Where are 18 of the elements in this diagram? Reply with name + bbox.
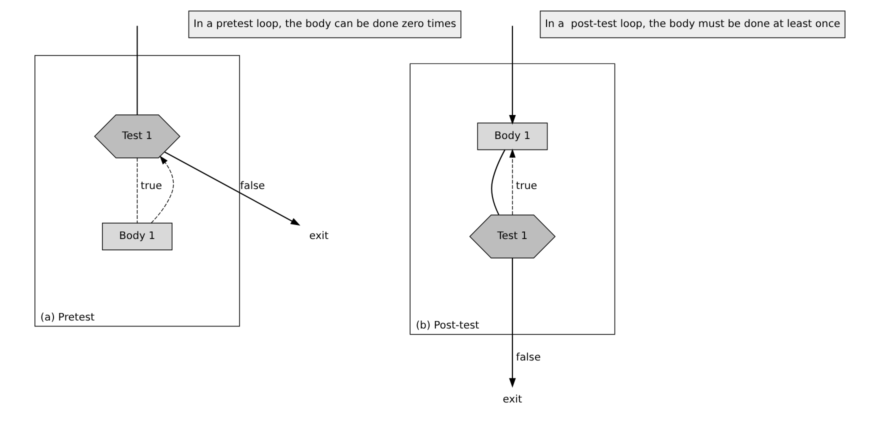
node-box: In a pretest loop, the body can be done zero times (188, 10, 462, 38)
connector (491, 150, 506, 215)
arrow (509, 148, 516, 216)
node-text: exit (309, 230, 329, 242)
node-box: In a post-test loop, the body must be done at least once (540, 10, 846, 38)
connector (136, 158, 138, 224)
node-box: Body 1 (102, 222, 172, 250)
arrow (164, 152, 300, 226)
node-box: Body 1 (477, 122, 548, 150)
edge-label: true (140, 180, 162, 192)
connector (136, 26, 138, 115)
edge-label: false (240, 180, 265, 192)
arrow (509, 258, 516, 388)
node-text: exit (502, 393, 522, 406)
arrow (150, 156, 174, 224)
arrow (509, 26, 516, 125)
edge-label: true (516, 180, 538, 192)
edge-label: false (516, 351, 541, 364)
